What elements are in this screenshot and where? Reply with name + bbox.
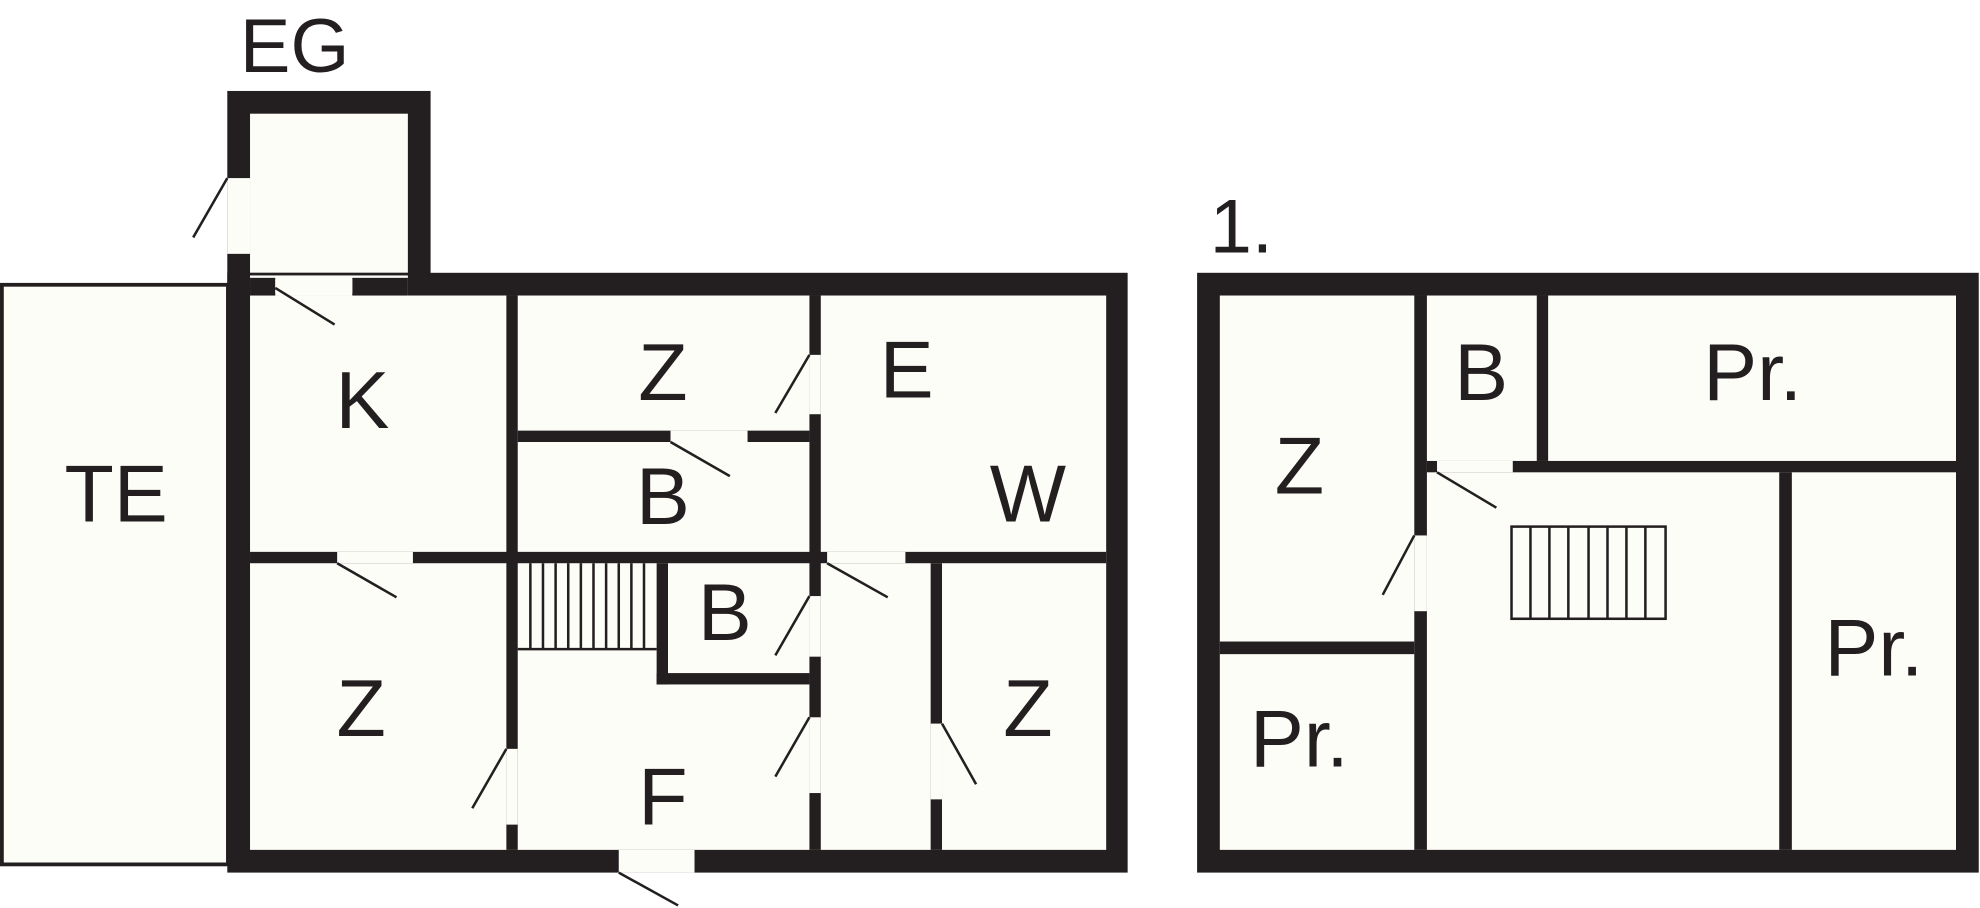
room-label: Pr. <box>1825 603 1924 693</box>
floor-title: EG <box>240 4 349 89</box>
room-label: E <box>880 326 934 416</box>
staircase <box>517 563 657 651</box>
room-label: F <box>638 752 687 842</box>
room-label: Pr. <box>1250 694 1349 784</box>
room-label: B <box>636 452 690 542</box>
room-label: Z <box>1275 422 1324 512</box>
room-label: B <box>1454 328 1508 418</box>
room-label: B <box>698 568 752 658</box>
terrace <box>0 282 230 867</box>
room-label: TE <box>65 449 168 539</box>
staircase <box>1510 525 1667 621</box>
room-label: Z <box>638 328 687 418</box>
floor-title: 1. <box>1210 185 1273 270</box>
room-label: K <box>335 356 389 446</box>
room-label: Pr. <box>1703 328 1802 418</box>
door-swings <box>1381 471 1498 596</box>
room-label: Z <box>1003 664 1052 754</box>
ground-floor-plan: EG TE K Z B E W B Z F Z <box>0 4 1128 907</box>
first-floor-plan: 1. Z B Pr. Pr. Pr. <box>1197 185 1979 873</box>
door-swings <box>192 177 978 907</box>
room-label: Z <box>336 664 385 754</box>
room-label: W <box>990 449 1066 539</box>
